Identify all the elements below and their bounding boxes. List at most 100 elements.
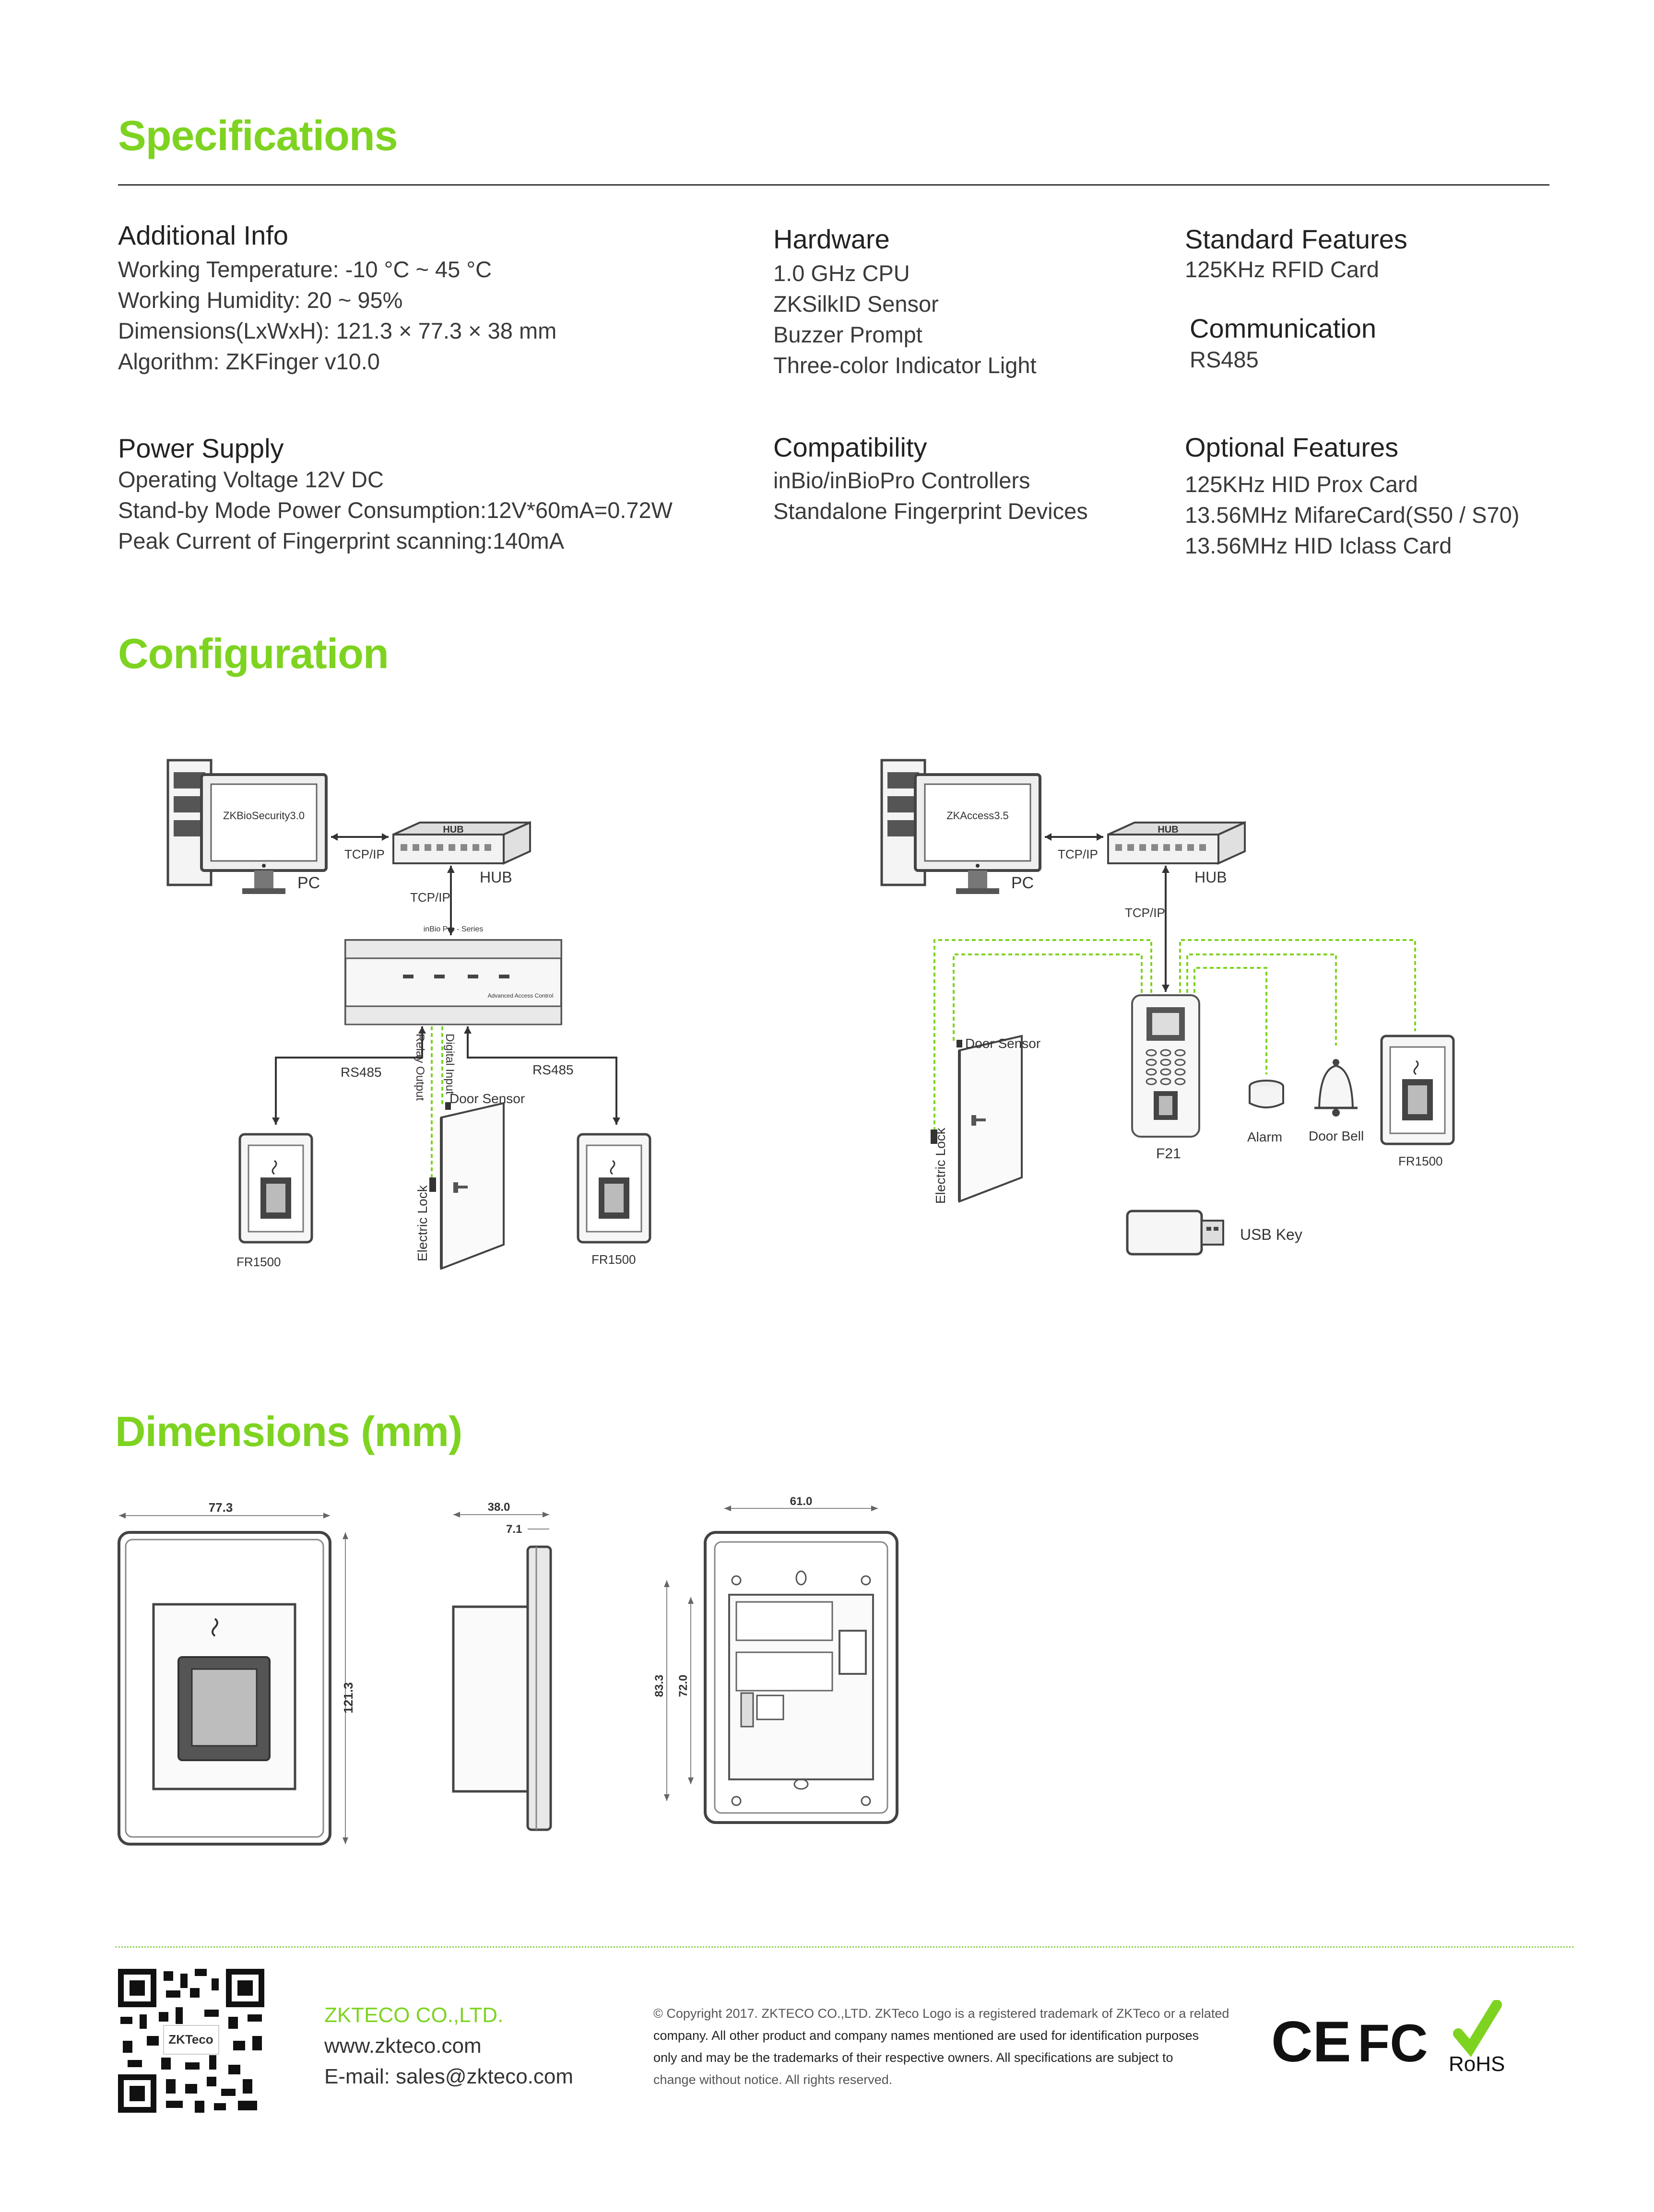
specifications-rule (118, 184, 1549, 186)
back-outer-label: 83.3 (653, 1675, 666, 1697)
qr-logo-text: ZKTeco (168, 2032, 213, 2047)
controller-label: inBio Pro - Series (424, 925, 484, 933)
spec-line: Standalone Fingerprint Devices (773, 498, 1088, 524)
company-email[interactable]: E-mail: sales@zkteco.com (324, 2065, 574, 2088)
rohs-mark: RoHS (1449, 2052, 1505, 2076)
spec-line: 125KHz RFID Card (1185, 257, 1379, 282)
back-width-label: 61.0 (790, 1495, 813, 1508)
fc-mark-icon: FC (1358, 2014, 1428, 2073)
monitor-icon (200, 773, 328, 894)
alarm-label: Alarm (1247, 1130, 1282, 1144)
hub-label: HUB (480, 869, 512, 886)
usb-key-label: USB Key (1240, 1226, 1302, 1243)
spec-line: Stand-by Mode Power Consumption:12V*60mA… (118, 497, 673, 523)
reader-label: FR1500 (591, 1252, 636, 1267)
compatibility-title: Compatibility (773, 432, 927, 462)
spec-line: Working Humidity: 20 ~ 95% (118, 287, 403, 313)
door-sensor-label: Door Sensor (449, 1091, 525, 1106)
company-info: ZKTECO CO.,LTD. www.zkteco.com E-mail: s… (324, 2000, 573, 2092)
additional-info-title: Additional Info (118, 220, 288, 250)
relay-output-label: Relay Output (414, 1034, 426, 1101)
legal-line: company. All other product and company n… (653, 2028, 1199, 2043)
fingerprint-reader-icon (1380, 1035, 1455, 1145)
standard-features-title: Standard Features (1185, 224, 1407, 254)
hardware-title: Hardware (773, 224, 890, 254)
standard-features-list: 125KHz RFID Card (1185, 254, 1379, 285)
side-plate-label: 7.1 (506, 1523, 522, 1536)
hub-label: HUB (1194, 869, 1227, 886)
pc-label: PC (297, 874, 320, 892)
side-depth-label: 38.0 (488, 1501, 510, 1514)
spec-line: inBio/inBioPro Controllers (773, 468, 1030, 493)
company-name: ZKTECO CO.,LTD. (324, 2003, 504, 2027)
compatibility-list: inBio/inBioPro Controllers Standalone Fi… (773, 465, 1088, 527)
rs485-label: RS485 (341, 1065, 382, 1080)
company-website[interactable]: www.zkteco.com (324, 2034, 482, 2058)
additional-info-list: Working Temperature: -10 °C ~ 45 °C Work… (118, 254, 556, 377)
pc-software-label: ZKAccess3.5 (946, 810, 1009, 822)
spec-line: 13.56MHz MifareCard(S50 / S70) (1185, 502, 1520, 528)
front-view: 77.3 121.3 (118, 1500, 355, 1846)
door-bell-label: Door Bell (1309, 1129, 1364, 1143)
monitor-icon (914, 773, 1041, 894)
rohs-check-icon (1453, 2000, 1502, 2057)
door-bell-icon (1314, 1059, 1358, 1117)
communication-title: Communication (1190, 313, 1377, 343)
hub-text: HUB (1158, 824, 1178, 835)
spec-line: Algorithm: ZKFinger v10.0 (118, 349, 380, 374)
tcpip-label: TCP/IP (344, 847, 385, 861)
door-icon (429, 1102, 505, 1270)
pc-label: PC (1011, 874, 1034, 892)
terminal-label: F21 (1156, 1146, 1181, 1162)
power-supply-list: Operating Voltage 12V DC Stand-by Mode P… (118, 464, 673, 556)
footer-divider (115, 1946, 1573, 1948)
door-icon (931, 1035, 1023, 1203)
qr-code-icon: ZKTeco (118, 1969, 264, 2113)
left-config: ZKBioSecurity3.0 PC HUB HUB TCP/IP TCP/I… (166, 759, 651, 1270)
dimensions-drawing: 77.3 121.3 38.0 7.1 61.0 (118, 1495, 898, 1846)
electric-lock-label: Electric Lock (415, 1185, 430, 1261)
back-inner-label: 72.0 (677, 1675, 690, 1697)
legal-line: only and may be the trademarks of their … (653, 2050, 1173, 2065)
configuration-title: Configuration (118, 630, 389, 677)
spec-line: Dimensions(LxWxH): 121.3 × 77.3 × 38 mm (118, 318, 557, 343)
spec-line: Three-color Indicator Light (773, 353, 1037, 378)
legal-notice: © Copyright 2017. ZKTECO CO.,LTD. ZKTeco… (653, 2002, 1229, 2091)
rs485-label: RS485 (532, 1062, 574, 1077)
back-view: 61.0 83.3 72.0 (653, 1495, 898, 1824)
tcpip-label: TCP/IP (1058, 847, 1098, 861)
digital-input-label: Digital Input (443, 1034, 456, 1094)
tcpip-label: TCP/IP (1125, 906, 1165, 920)
controller-icon (344, 939, 562, 1025)
ce-mark-icon: CE (1271, 2010, 1351, 2074)
spec-line: RS485 (1190, 347, 1259, 372)
configuration-diagram: ZKBioSecurity3.0 PC HUB HUB TCP/IP TCP/I… (166, 759, 1455, 1270)
reader-label: FR1500 (236, 1255, 281, 1269)
usb-key-icon (1126, 1210, 1224, 1256)
tcpip-label: TCP/IP (410, 890, 450, 905)
legal-line: change without notice. All rights reserv… (653, 2072, 893, 2087)
fingerprint-reader-icon (577, 1133, 651, 1244)
pc-software-label: ZKBioSecurity3.0 (223, 810, 305, 822)
hardware-list: 1.0 GHz CPU ZKSilkID Sensor Buzzer Promp… (773, 258, 1037, 381)
spec-line: Operating Voltage 12V DC (118, 467, 384, 492)
reader-label: FR1500 (1398, 1154, 1443, 1168)
electric-lock-label: Electric Lock (933, 1127, 948, 1204)
spec-line: Buzzer Prompt (773, 322, 922, 347)
spec-line: ZKSilkID Sensor (773, 291, 939, 317)
spec-line: 1.0 GHz CPU (773, 260, 910, 286)
power-supply-title: Power Supply (118, 433, 284, 463)
communication-list: RS485 (1190, 344, 1259, 375)
door-sensor-label: Door Sensor (965, 1036, 1040, 1051)
hub-icon (392, 821, 531, 865)
specifications-title: Specifications (118, 112, 398, 159)
optional-features-list: 125KHz HID Prox Card 13.56MHz MifareCard… (1185, 469, 1519, 561)
dimensions-title: Dimensions (mm) (115, 1408, 462, 1455)
spec-line: Peak Current of Fingerprint scanning:140… (118, 528, 565, 553)
front-width-label: 77.3 (209, 1500, 233, 1515)
front-height-label: 121.3 (341, 1682, 355, 1713)
spec-line: 125KHz HID Prox Card (1185, 471, 1418, 497)
certification-logos: CE FC RoHS (1271, 2000, 1505, 2076)
hub-icon (1107, 821, 1246, 865)
alarm-icon (1249, 1080, 1284, 1108)
